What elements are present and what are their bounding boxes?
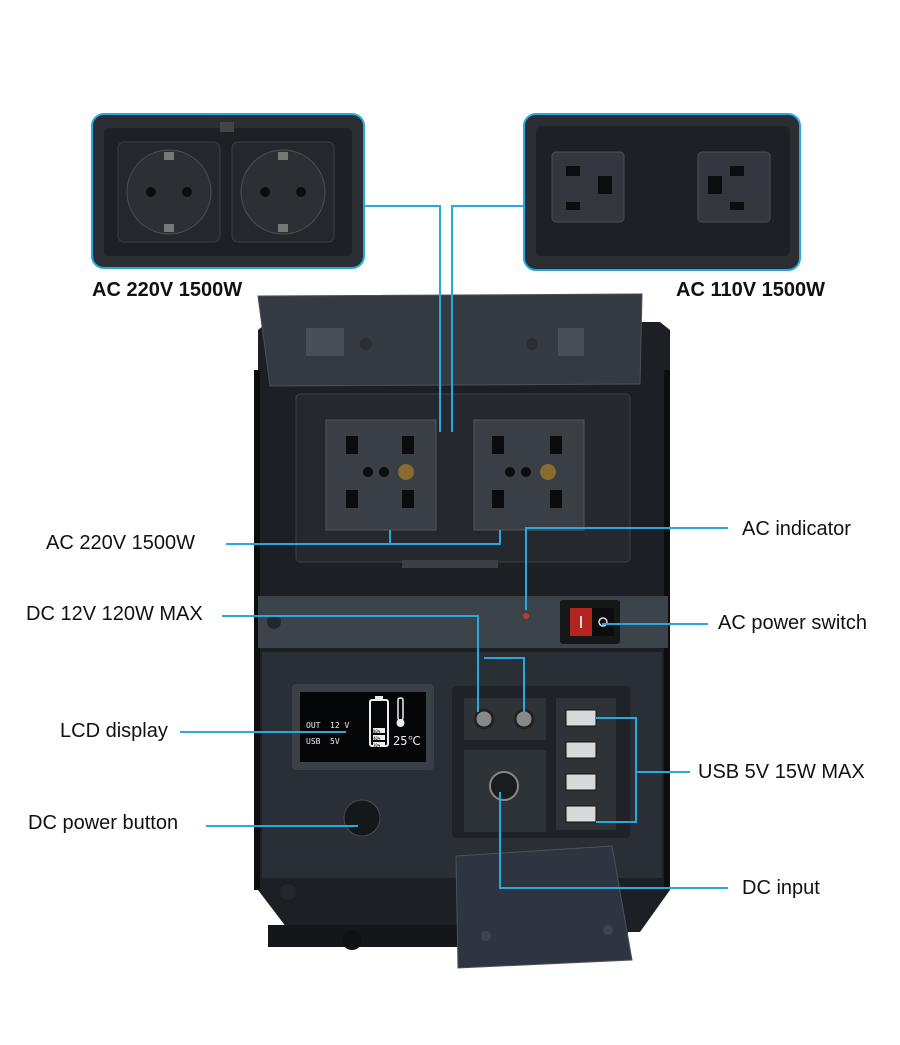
socket-lid	[257, 293, 643, 387]
eu-socket-right	[231, 141, 335, 243]
lcd-temperature: 25℃	[393, 734, 421, 748]
us-socket-left	[551, 151, 625, 223]
label-ac220-eu: AC 220V 1500W	[92, 279, 243, 301]
leader-dc12v	[222, 615, 479, 712]
universal-socket-right	[473, 419, 585, 531]
lcd-thermometer-icon	[396, 697, 405, 727]
label-ac220-universal: AC 220V 1500W	[46, 532, 195, 554]
label-ac-power-switch: AC power switch	[718, 612, 867, 634]
power-station-body	[254, 293, 670, 969]
lcd-battery-icon	[369, 696, 389, 747]
lcd-out-label: OUT	[306, 721, 321, 730]
label-usb: USB 5V 15W MAX	[698, 761, 865, 783]
inset-us-sockets	[523, 113, 801, 271]
leader-us-inset	[451, 205, 524, 432]
lcd-screen	[292, 684, 434, 770]
lcd-battery-level-40: 40%	[373, 736, 381, 741]
lcd-battery-level-10: 10%	[373, 743, 381, 748]
eu-socket-left	[117, 141, 221, 243]
label-lcd-display: LCD display	[60, 720, 168, 742]
leader-dc12v-b	[484, 657, 525, 712]
label-ac110-us: AC 110V 1500W	[676, 279, 825, 301]
label-dc12v: DC 12V 120W MAX	[26, 603, 203, 625]
lcd-battery-level-80: 80%	[373, 729, 381, 734]
ac-power-switch[interactable]	[560, 600, 620, 644]
us-socket-right	[697, 151, 771, 223]
leader-eu-inset	[364, 205, 441, 432]
leader-ac-indicator	[525, 527, 728, 610]
leader-ac220-universal-b	[390, 530, 501, 545]
inset-eu-sockets	[91, 113, 365, 269]
leader-lines	[180, 205, 728, 889]
lcd-usb-label: USB	[306, 737, 321, 746]
dc-12v-ports	[464, 698, 546, 740]
dc-power-button[interactable]	[343, 799, 381, 837]
usb-ports	[556, 698, 616, 830]
leader-usb	[596, 717, 637, 823]
label-dc-input: DC input	[742, 877, 820, 899]
label-dc-power-button: DC power button	[28, 812, 179, 834]
dc-input-flap	[455, 845, 633, 969]
dc-input-port	[464, 750, 546, 832]
label-ac-indicator: AC indicator	[742, 518, 851, 540]
universal-socket-left	[325, 419, 437, 531]
lcd-usb-value: 5V	[330, 737, 340, 746]
lcd-out-value: 12 V	[330, 721, 350, 730]
leader-dc-input	[499, 792, 728, 889]
